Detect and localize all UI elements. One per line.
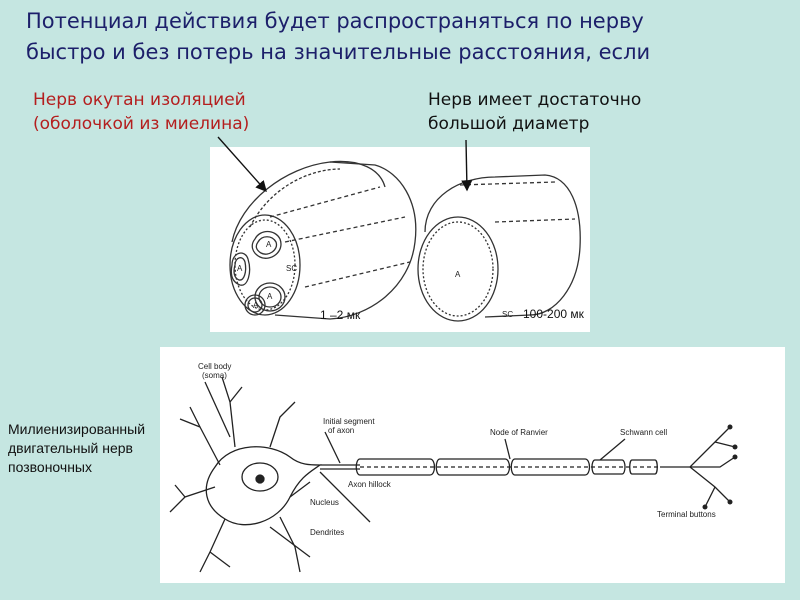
myelinated-nerve-caption: Милиенизированный двигательный нерв позв… — [8, 421, 146, 475]
myelin-condition-label: Нерв окутан изоляцией (оболочкой из миел… — [33, 90, 250, 134]
schwann-cell-label: SC — [286, 264, 297, 273]
axon-hillock-label: Axon hillock — [348, 480, 392, 489]
soma-label: (soma) — [202, 371, 227, 380]
axon-label: A — [237, 264, 243, 273]
terminal-buttons-label: Terminal buttons — [657, 510, 716, 519]
slide-title: Потенциал действия будет распространятьс… — [26, 9, 651, 64]
schwann-cell-label: SC — [502, 310, 513, 319]
motor-neuron-figure: Cell body (soma) Initial segment of axon… — [160, 347, 785, 583]
nerve-cross-section-drawing: A A A A SC A SC — [229, 160, 581, 322]
of-axon-label: of axon — [328, 426, 354, 435]
axon-label: A — [267, 292, 273, 301]
axon-label: A — [455, 270, 461, 279]
nucleus-label: Nucleus — [310, 498, 339, 507]
cell-body-label: Cell body — [198, 362, 231, 371]
myelinated-size-label: 1 –2 мк — [320, 308, 361, 322]
axon-label: A — [266, 240, 272, 249]
dendrites-label: Dendrites — [310, 528, 344, 537]
nerve-cross-section-figure: A A A A SC A SC — [210, 147, 590, 332]
node-of-ranvier-label: Node of Ranvier — [490, 428, 548, 437]
schwann-cell-label: Schwann cell — [620, 428, 667, 437]
unmyelinated-size-label: 100-200 мк — [523, 307, 584, 321]
axon-label: A — [253, 301, 259, 310]
motor-neuron-drawing: Cell body (soma) Initial segment of axon… — [169, 362, 738, 573]
initial-segment-label: Initial segment — [323, 417, 375, 426]
diameter-condition-label: Нерв имеет достаточно большой диаметр — [428, 90, 642, 134]
